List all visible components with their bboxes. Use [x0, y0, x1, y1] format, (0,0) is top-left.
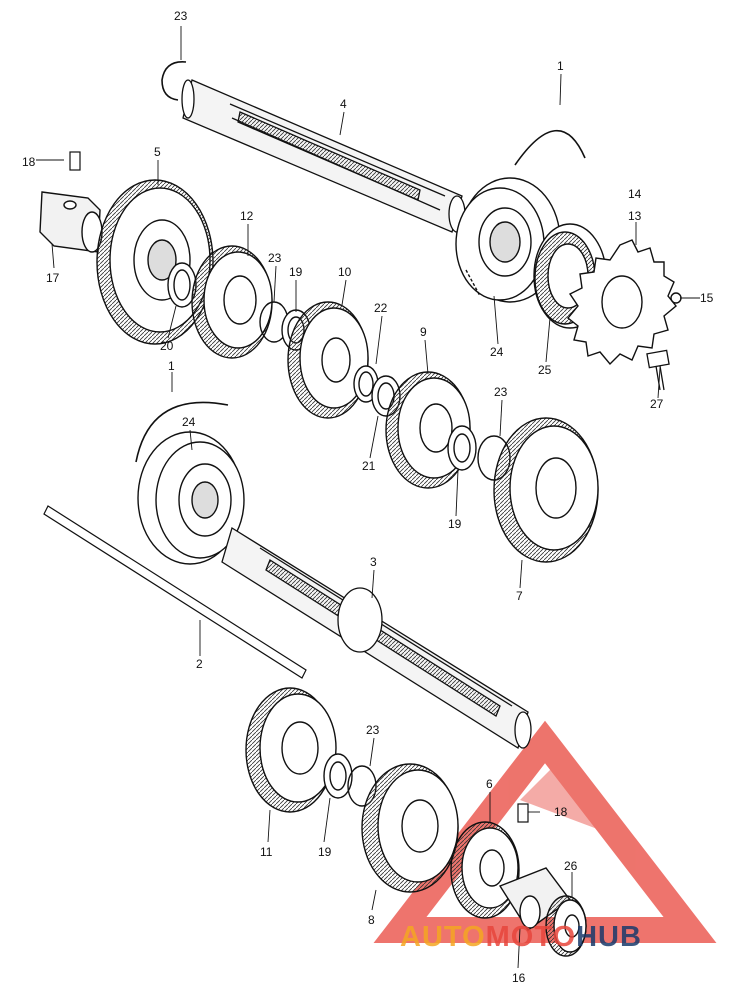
main-shaft: [181, 79, 466, 233]
label-18a: 18: [22, 155, 36, 169]
cap-26: [545, 895, 587, 957]
label-24a: 24: [490, 345, 504, 359]
label-23c: 23: [494, 385, 508, 399]
counter-shaft: [221, 526, 532, 750]
label-26: 26: [564, 859, 578, 873]
part-labels: 23 4 1 18 5 14 13 12 23 19 10 17 15 22 2…: [22, 9, 714, 985]
circlip-1-lower: [135, 401, 229, 463]
pin-lower: [517, 803, 529, 823]
label-1a: 1: [557, 59, 564, 73]
bearing-lower: [137, 431, 245, 565]
label-13: 13: [628, 209, 642, 223]
gear-8: [361, 763, 459, 893]
bolt: [646, 349, 670, 391]
watermark-part-moto: MOTO: [486, 921, 576, 953]
label-19b: 19: [448, 517, 462, 531]
label-17: 17: [46, 271, 60, 285]
label-9: 9: [420, 325, 427, 339]
label-3: 3: [370, 555, 377, 569]
label-18b: 18: [554, 805, 568, 819]
label-6: 6: [486, 777, 493, 791]
gear-7: [493, 417, 599, 563]
label-20: 20: [160, 339, 174, 353]
label-14: 14: [628, 187, 642, 201]
label-11: 11: [260, 845, 273, 859]
label-21: 21: [362, 459, 376, 473]
label-25: 25: [538, 363, 552, 377]
label-27: 27: [650, 397, 664, 411]
washer-19-lower: [323, 753, 353, 799]
label-7: 7: [516, 589, 523, 603]
drive-sprocket: [567, 239, 682, 366]
label-24b: 24: [182, 415, 196, 429]
leader-lines: [36, 26, 700, 969]
watermark-text: AUTOMOTOHUB: [400, 921, 642, 953]
watermark-part-auto: AUTO: [400, 921, 486, 953]
collar-upper: [39, 191, 103, 253]
label-19c: 19: [318, 845, 332, 859]
label-4: 4: [340, 97, 347, 111]
washer-20: [167, 262, 197, 308]
collar-lower: [498, 867, 571, 931]
label-19a: 19: [289, 265, 303, 279]
gear-9: [385, 371, 471, 489]
circlip-23-top: [161, 61, 187, 101]
gear-6: [450, 821, 520, 919]
label-23b: 23: [268, 251, 282, 265]
washer-19-middle: [447, 425, 477, 471]
circlip-1-upper: [514, 129, 586, 166]
label-1b: 1: [168, 359, 175, 373]
svg-text:AUTOMOTOHUB: AUTOMOTOHUB: [400, 921, 642, 953]
label-15: 15: [700, 291, 714, 305]
label-16: 16: [512, 971, 526, 985]
label-10: 10: [338, 265, 352, 279]
watermark-part-hub: HUB: [576, 921, 642, 953]
label-5: 5: [154, 145, 161, 159]
label-23d: 23: [366, 723, 380, 737]
gear-12: [191, 245, 273, 359]
pin-upper: [69, 151, 81, 171]
label-2: 2: [196, 657, 203, 671]
bearing-upper: [455, 177, 561, 303]
label-23a: 23: [174, 9, 188, 23]
gear-11: [245, 687, 337, 813]
gear-10: [287, 301, 369, 419]
label-12: 12: [240, 209, 254, 223]
push-rod: [43, 505, 307, 679]
label-22: 22: [374, 301, 388, 315]
label-8: 8: [368, 913, 375, 927]
